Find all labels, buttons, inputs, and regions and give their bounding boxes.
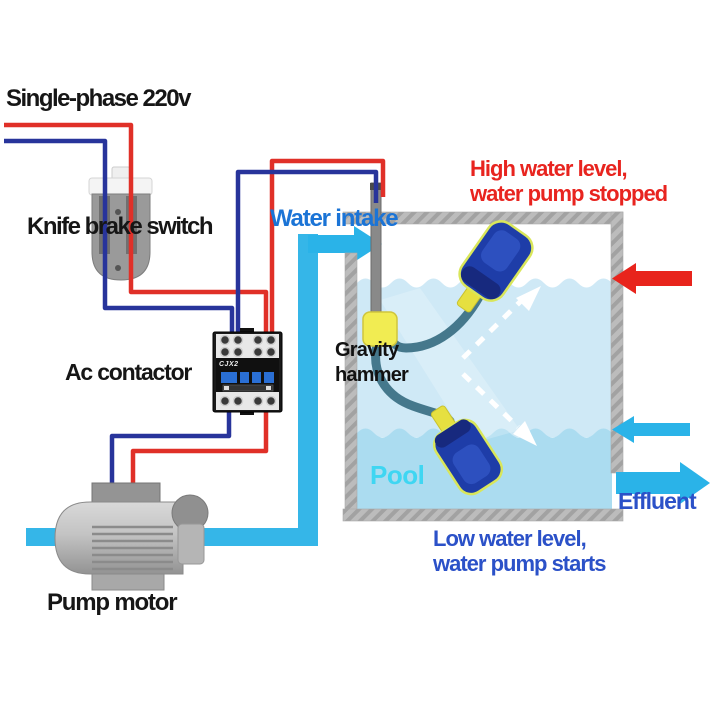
pool-label: Pool [370,460,425,490]
pool-wall-bottom [342,508,624,522]
low-water-level-caption: Low water level, water pump starts [433,526,606,576]
gravity-hammer-label: Gravity hammer [335,338,409,388]
lower-float-switch [430,405,504,496]
float-up-arrowhead-icon [516,286,541,311]
gravity-hammer-label-line2: hammer [335,364,409,386]
pump-motor-label: Pump motor [47,589,178,616]
float-up-arrow-icon [461,297,525,360]
live-wire-red [4,122,386,486]
high-water-level-caption-line2: water pump stopped [470,181,668,206]
red-wire-contactor-to-float [269,158,386,333]
high-level-arrow-icon [612,263,692,294]
ac-contactor-illustration [212,328,283,415]
title-single-phase: Single-phase 220v [6,85,191,112]
gravity-hammer-weight [362,311,398,347]
knife-switch-label: Knife brake switch [27,213,214,240]
red-wire-supply-to-switch [4,122,269,333]
water-high-level [357,278,612,437]
blue-wire-contactor-to-motor [109,412,232,486]
low-water-level-caption-line1: Low water level, [433,526,587,551]
pool-tank-walls [342,211,624,522]
high-water-level-caption-line1: High water level, [470,156,628,181]
upper-float-switch [456,220,534,313]
low-water-level-caption-line2: water pump starts [433,551,606,576]
pump-motor-illustration [54,482,209,591]
blue-wire-supply-to-switch [4,138,235,333]
float-down-arrowhead-icon [513,421,537,446]
effluent-arrow-icon [616,462,710,504]
water-intake-label: Water intake [270,205,399,232]
effluent-label: Effluent [618,488,697,514]
water-intake-arrow-icon [308,226,382,262]
red-wire-contactor-to-motor [130,412,269,486]
contactor-model-label: CJX2 [219,361,239,368]
ac-contactor-label: Ac contactor [65,359,192,385]
high-water-level-caption: High water level, water pump stopped [470,156,668,206]
neutral-wire-blue [4,138,379,486]
float-motion-arrows [461,297,525,429]
blue-wire-contactor-to-float [235,169,379,333]
gravity-hammer-label-line1: Gravity [335,339,399,361]
float-down-arrow-icon [461,372,520,429]
low-level-arrow-icon [612,416,690,443]
